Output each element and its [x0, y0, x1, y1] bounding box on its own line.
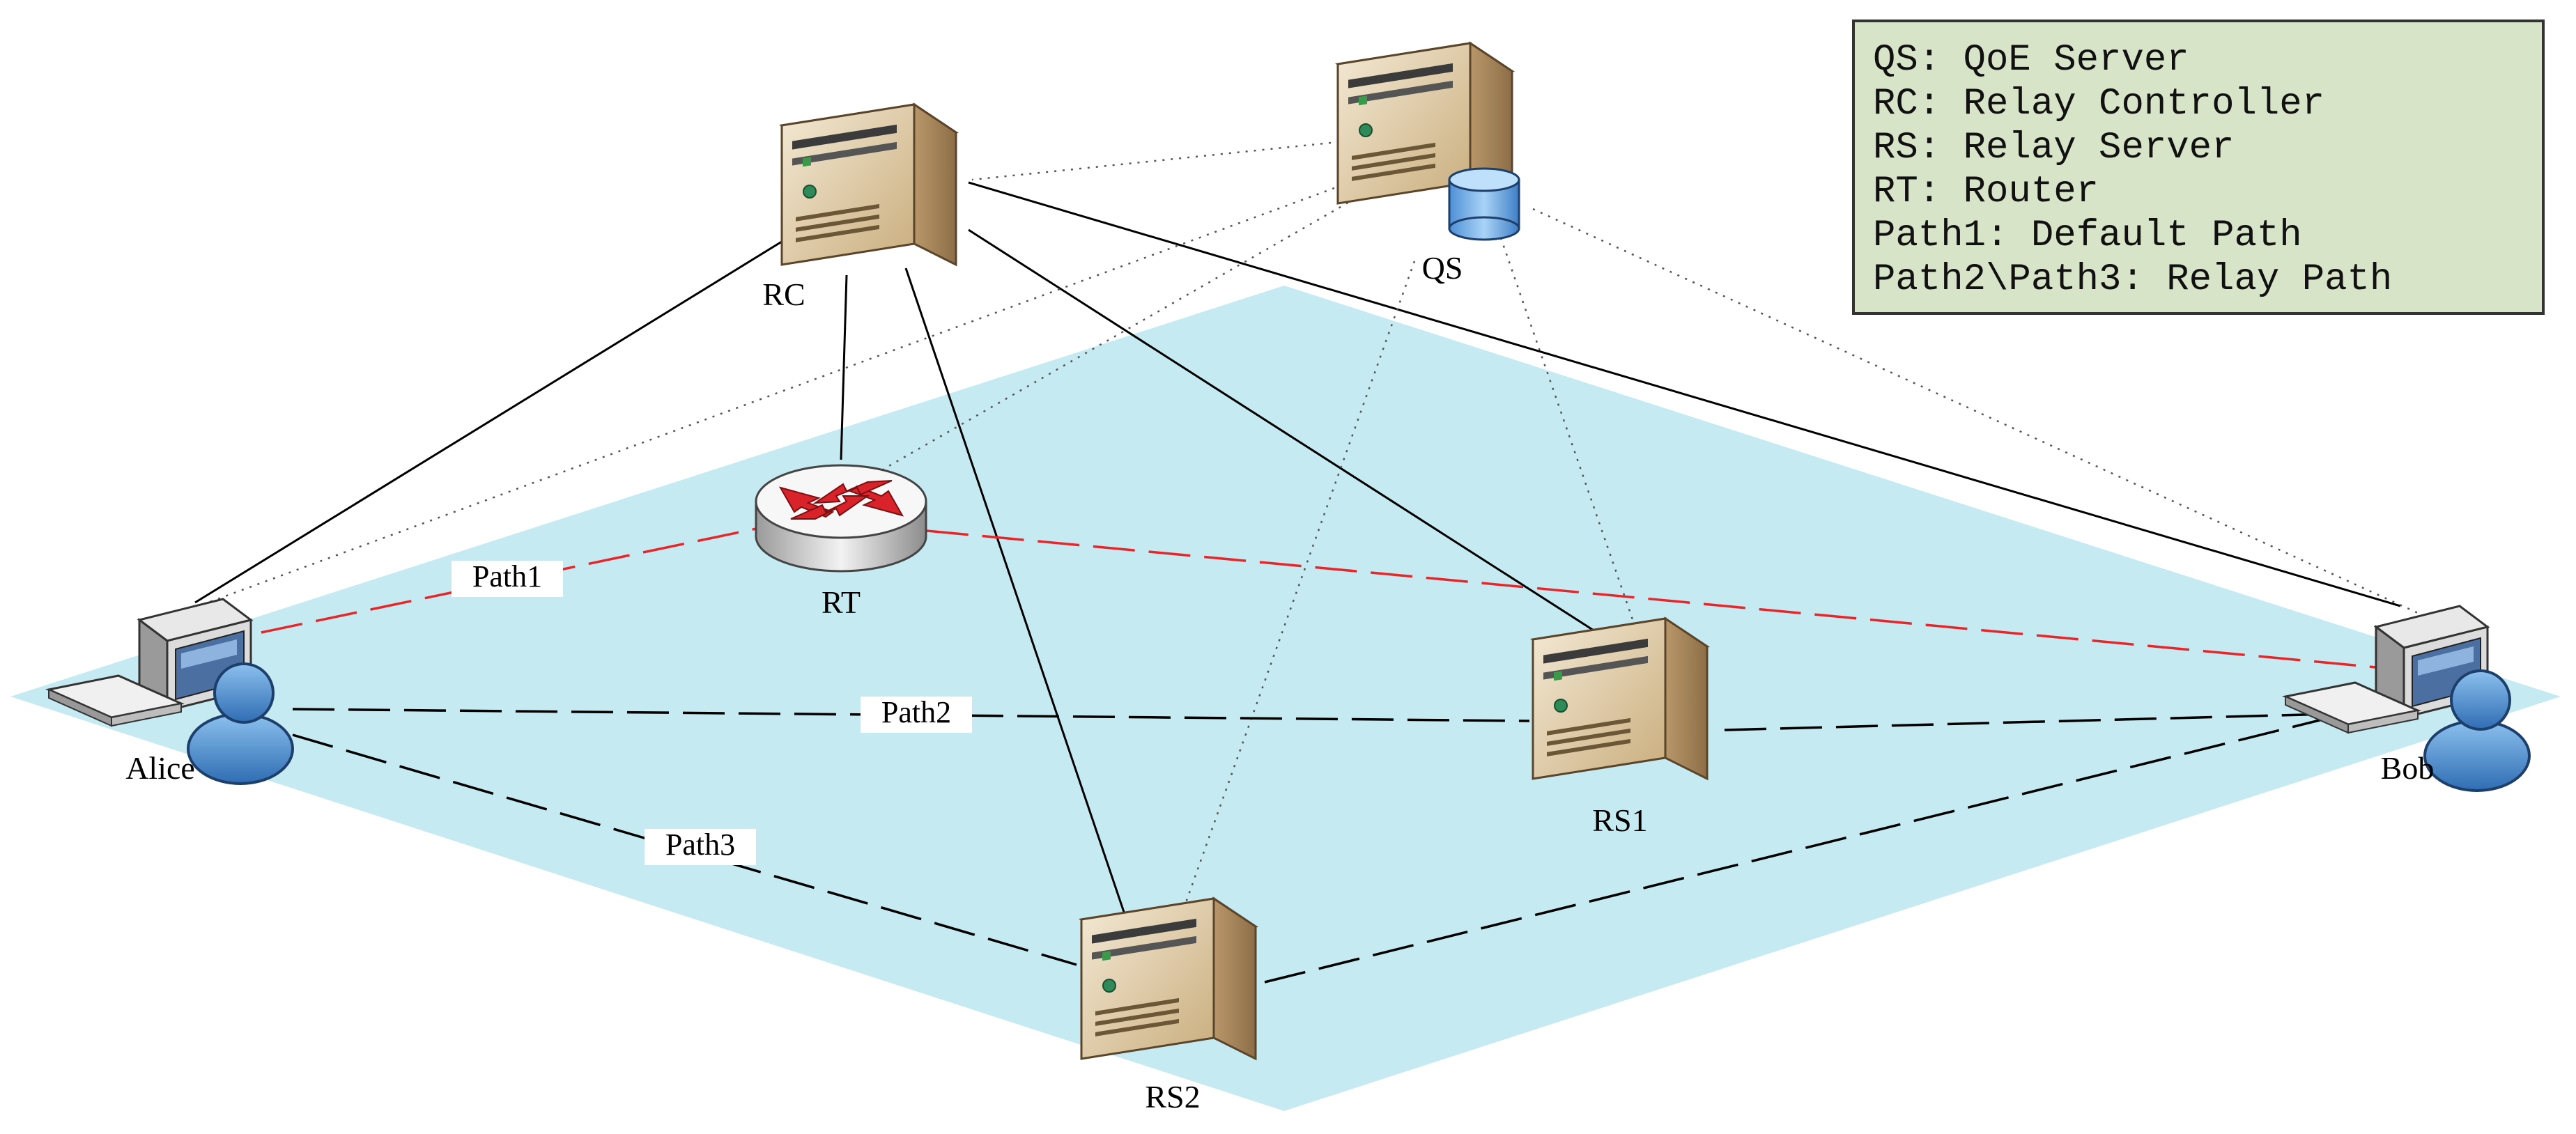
path3-label: Path3 [645, 828, 756, 865]
relay-server-1-node: RS1 [1532, 617, 1709, 838]
path2-rs1-bob [1724, 713, 2331, 731]
qoe-server-node: QS [1336, 42, 1520, 286]
link-rc-alice [194, 239, 785, 604]
rs1-label: RS1 [1592, 802, 1647, 838]
bob-node: Bob [2284, 605, 2531, 792]
alice-label: Alice [125, 750, 195, 786]
link-qs-bob [1532, 208, 2419, 614]
qs-label: QS [1422, 250, 1463, 286]
link-rc-bob [968, 181, 2401, 607]
legend-item-rc: RC: Relay Controller [1873, 83, 2324, 125]
database-icon [1448, 167, 1520, 241]
legend-item-qs: QS: QoE Server [1873, 39, 2189, 81]
path1-rt-bob [926, 529, 2377, 669]
link-rc-rt [840, 274, 848, 460]
path1-label: Path1 [452, 559, 563, 597]
relay-server-2-node: RS2 [1080, 897, 1257, 1114]
server-tower-icon [1532, 617, 1709, 780]
link-rc-rs1 [968, 228, 1600, 635]
legend-item-path1: Path1: Default Path [1873, 215, 2302, 257]
rc-label: RC [762, 277, 805, 312]
rt-label: RT [822, 584, 861, 620]
legend-item-rs: RS: Relay Server [1873, 127, 2234, 169]
svg-text:Path1: Path1 [472, 559, 542, 593]
path2-label: Path2 [861, 695, 972, 733]
server-tower-icon [780, 103, 957, 266]
relay-controller-node: RC [762, 103, 957, 312]
link-qs-rc [971, 141, 1332, 181]
link-rc-rs2 [904, 267, 1130, 927]
rs2-label: RS2 [1145, 1079, 1200, 1114]
router-node: RT [755, 464, 927, 620]
network-plane [10, 286, 2561, 1111]
link-qs-alice [198, 187, 1335, 607]
legend-item-path2-path3: Path2\Path3: Relay Path [1873, 258, 2392, 301]
path3-rs2-bob [1264, 716, 2331, 984]
svg-text:Path3: Path3 [665, 828, 735, 862]
bob-label: Bob [2381, 750, 2435, 786]
server-tower-icon [1080, 897, 1257, 1060]
legend: QS: QoE Server RC: Relay Controller RS: … [1852, 20, 2545, 315]
alice-node: Alice [47, 598, 294, 786]
router-icon [755, 464, 927, 573]
legend-item-rt: RT: Router [1873, 171, 2099, 213]
svg-text:Path2: Path2 [881, 695, 951, 729]
